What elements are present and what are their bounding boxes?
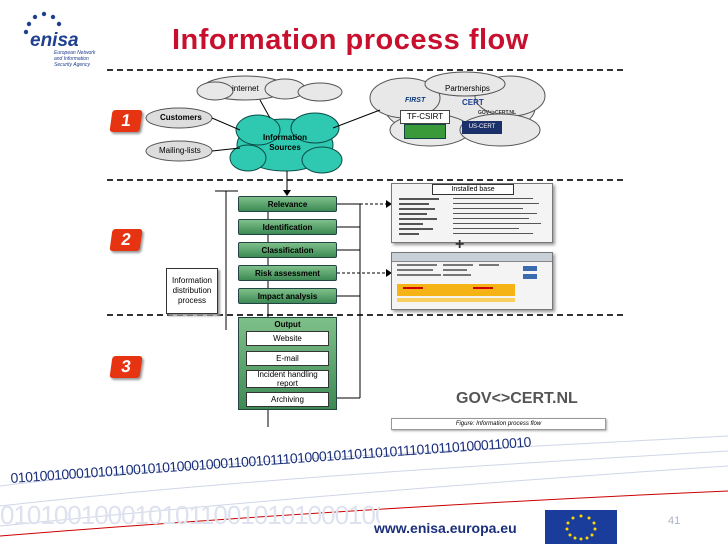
customers-label: Customers	[160, 113, 202, 122]
partner-green-logo	[404, 124, 446, 139]
information-sources-label: Information Sources	[255, 133, 315, 153]
step-risk-assessment: Risk assessment	[238, 265, 337, 281]
partner-tfcsirt: TF-CSIRT	[400, 110, 450, 124]
information-sources-text: Information Sources	[263, 133, 307, 152]
divider-2	[107, 314, 623, 316]
govcert-logo: GOV<>CERT.NL	[456, 390, 578, 408]
partner-first-logo: FIRST	[405, 97, 426, 104]
output-archiving: Archiving	[246, 392, 329, 407]
footer-binary-faint-text: 0101001000101011001010100010001100101110…	[0, 500, 380, 530]
partner-cert-logo: CERT	[462, 98, 484, 107]
eu-stars-icon	[23, 11, 62, 35]
divider-top	[107, 69, 623, 71]
partner-uscert: US-CERT	[462, 121, 502, 134]
logo-name: enisa	[30, 30, 79, 51]
logo-subtitle-2: and Information	[54, 56, 89, 62]
step-relevance: Relevance	[238, 196, 337, 212]
installed-base-rows-icon	[399, 198, 541, 235]
page-number: 41	[668, 515, 681, 527]
installed-base-label: Installed base	[432, 184, 514, 195]
output-title: Output	[274, 320, 301, 329]
divider-1	[107, 179, 623, 181]
step-identification: Identification	[238, 219, 337, 235]
plus-sign: +	[455, 236, 465, 253]
distribution-box: Information distribution process	[166, 268, 218, 314]
information-sources-cloud	[229, 112, 343, 174]
risk-table-titlebar	[392, 253, 552, 262]
govcert-logo-text: GOV<>CERT.NL	[456, 390, 578, 407]
risk-table-icon	[397, 264, 537, 302]
step-classification: Classification	[238, 242, 337, 258]
enisa-logo: enisa European Network and Information S…	[12, 10, 112, 68]
output-incident-report: Incident handling report	[246, 370, 329, 388]
eu-flag-icon	[545, 510, 617, 544]
footer-binary-faint: 0101001000101011001010100010001100101110…	[0, 500, 380, 531]
figure-caption: Figure: Information process flow	[391, 418, 606, 430]
internet-label: internet	[232, 84, 259, 93]
partner-govcert-logo: GOV<>CERT.NL	[478, 110, 517, 116]
figure-caption-text: Figure: Information process flow	[455, 421, 542, 427]
distribution-label: Information distribution process	[171, 276, 213, 305]
step-impact-analysis: Impact analysis	[238, 288, 337, 304]
output-email: E-mail	[246, 351, 329, 366]
logo-subtitle-1: European Network	[54, 50, 96, 56]
output-website: Website	[246, 331, 329, 346]
partnerships-label: Partnerships	[445, 84, 490, 93]
installed-base-screenshot: Installed base	[391, 183, 553, 243]
footer-url[interactable]: www.enisa.europa.eu	[374, 520, 517, 536]
risk-table-screenshot	[391, 252, 553, 310]
internet-cloud	[196, 75, 343, 102]
mailing-lists-label: Mailing-lists	[159, 146, 201, 155]
logo-subtitle-3: Security Agency	[54, 62, 90, 68]
footer-swooshes	[0, 435, 728, 537]
page-title: Information process flow	[172, 24, 529, 56]
